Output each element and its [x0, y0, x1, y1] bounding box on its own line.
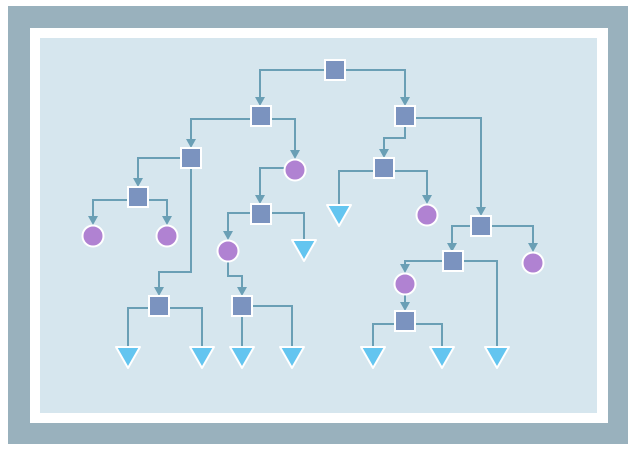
edge-M-M2 — [414, 323, 443, 347]
arrowhead-icon — [528, 243, 538, 252]
circle-node-E — [283, 158, 307, 182]
arrowhead-icon — [133, 178, 143, 187]
edge-line — [251, 305, 293, 347]
circle-node-F2 — [415, 203, 439, 227]
edge-line — [490, 225, 534, 244]
triangle-node-K1 — [229, 346, 255, 369]
edge-line — [414, 323, 443, 347]
edge-F-F2 — [393, 170, 432, 204]
edge-line — [344, 69, 406, 98]
arrowhead-icon — [422, 195, 432, 204]
edge-line — [414, 117, 482, 208]
edge-line — [404, 260, 444, 265]
circle-node-L1 — [393, 272, 417, 296]
triangle-node-M2 — [429, 346, 455, 369]
edge-line — [147, 199, 168, 217]
edge-line — [227, 212, 252, 232]
arrowhead-icon — [162, 216, 172, 225]
edge-line — [259, 69, 326, 98]
edge-I-I1 — [127, 307, 150, 347]
square-node-A — [324, 59, 346, 81]
edge-L-L1 — [400, 260, 444, 273]
arrowhead-icon — [400, 302, 410, 311]
edge-line — [270, 212, 305, 240]
edge-B-E — [270, 118, 300, 159]
arrowhead-icon — [400, 97, 410, 106]
edge-H-H1 — [88, 199, 129, 225]
edge-H-H2 — [147, 199, 172, 225]
edge-line — [393, 170, 428, 196]
edge-line — [383, 126, 406, 150]
edge-line — [372, 323, 396, 347]
square-node-L — [442, 250, 464, 272]
circle-node-G2 — [521, 251, 545, 275]
arrowhead-icon — [186, 139, 196, 148]
edge-line — [92, 199, 129, 217]
edge-G-L — [447, 225, 472, 252]
square-node-G — [470, 215, 492, 237]
edge-J1-K — [227, 261, 247, 296]
edge-F-F1 — [338, 170, 375, 205]
triangle-node-I2 — [189, 346, 215, 369]
square-node-H — [127, 186, 149, 208]
square-node-J — [250, 203, 272, 225]
square-node-D — [180, 147, 202, 169]
square-node-M — [394, 310, 416, 332]
square-node-B — [250, 105, 272, 127]
edge-B-D — [186, 118, 252, 148]
square-node-C — [394, 105, 416, 127]
arrowhead-icon — [154, 287, 164, 296]
arrowhead-icon — [88, 216, 98, 225]
edge-G-G2 — [490, 225, 538, 252]
triangle-node-I1 — [115, 346, 141, 369]
arrowhead-icon — [290, 150, 300, 159]
edge-K-K2 — [251, 305, 293, 347]
square-node-K — [231, 295, 253, 317]
square-node-I — [148, 295, 170, 317]
arrowhead-icon — [379, 149, 389, 158]
arrowhead-icon — [476, 207, 486, 216]
arrowhead-icon — [255, 195, 265, 204]
circle-node-J1 — [216, 239, 240, 263]
edge-line — [227, 261, 243, 288]
triangle-node-L2 — [484, 346, 510, 369]
circle-node-H1 — [81, 224, 105, 248]
triangle-node-J2 — [291, 239, 317, 262]
arrowhead-icon — [447, 243, 457, 252]
edge-A-C — [344, 69, 410, 106]
edge-J-J2 — [270, 212, 305, 240]
edge-A-B — [255, 69, 326, 106]
edge-I-I2 — [168, 307, 203, 347]
edge-line — [190, 118, 252, 140]
edge-line — [168, 307, 203, 347]
edge-line — [462, 260, 498, 347]
square-node-F — [373, 157, 395, 179]
arrowhead-icon — [237, 287, 247, 296]
edge-E-J — [255, 167, 285, 204]
arrowhead-icon — [255, 97, 265, 106]
circle-node-H2 — [155, 224, 179, 248]
edge-line — [158, 167, 192, 288]
edge-D-H — [133, 157, 182, 187]
edge-line — [137, 157, 182, 179]
edge-line — [451, 225, 472, 244]
edge-C-G — [414, 117, 486, 216]
arrowhead-icon — [400, 264, 410, 273]
edge-line — [338, 170, 375, 205]
edge-C-F — [379, 126, 406, 158]
arrowhead-icon — [223, 231, 233, 240]
edge-line — [259, 167, 285, 196]
edge-line — [270, 118, 296, 151]
triangle-node-M1 — [360, 346, 386, 369]
edge-M-M1 — [372, 323, 396, 347]
edge-D-I — [154, 167, 192, 296]
edge-J-J1 — [223, 212, 252, 240]
edge-L-L2 — [462, 260, 498, 347]
triangle-node-F1 — [326, 204, 352, 227]
triangle-node-K2 — [279, 346, 305, 369]
edge-line — [127, 307, 150, 347]
